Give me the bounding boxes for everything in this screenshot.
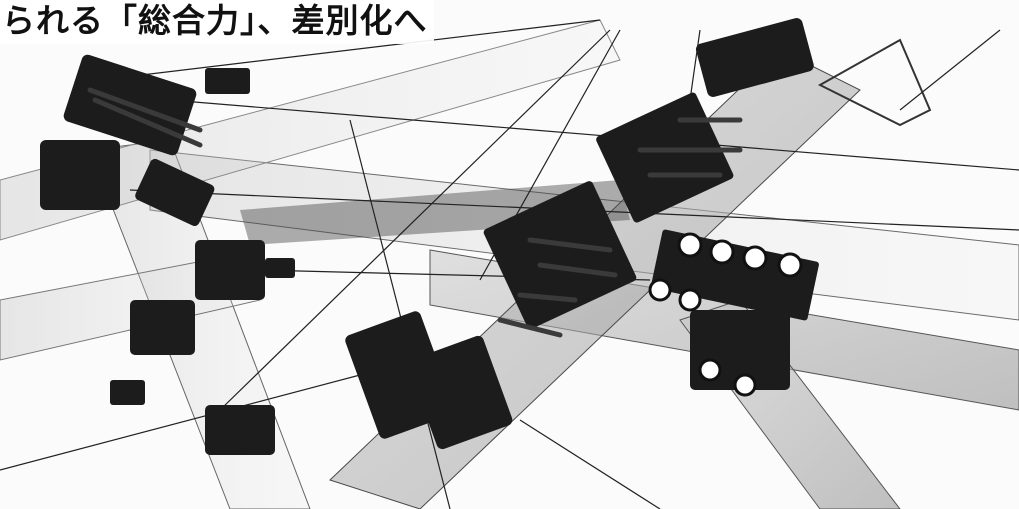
joint-left-mid (135, 158, 215, 226)
joint-left-column (40, 140, 120, 210)
joint-plate-upper (596, 92, 734, 223)
beam-top-right-frame (817, 38, 932, 127)
joint-left-small (130, 300, 195, 355)
cables (0, 19, 1019, 509)
bolt-circles (648, 232, 803, 397)
joint-top-small (205, 68, 250, 94)
joint-small-block (110, 380, 145, 405)
joint-bottom-left (205, 405, 275, 455)
joint-center-left (195, 240, 265, 300)
beam-dark-band (240, 180, 630, 245)
joint-small-block-2 (265, 258, 295, 278)
bolts (87, 87, 743, 338)
headline-banner: られる「総合力」、差別化へ (0, 0, 434, 44)
joint-bracket-center-2 (408, 335, 513, 450)
joint-plate-mid (483, 181, 637, 329)
joint-top-right (695, 18, 814, 97)
